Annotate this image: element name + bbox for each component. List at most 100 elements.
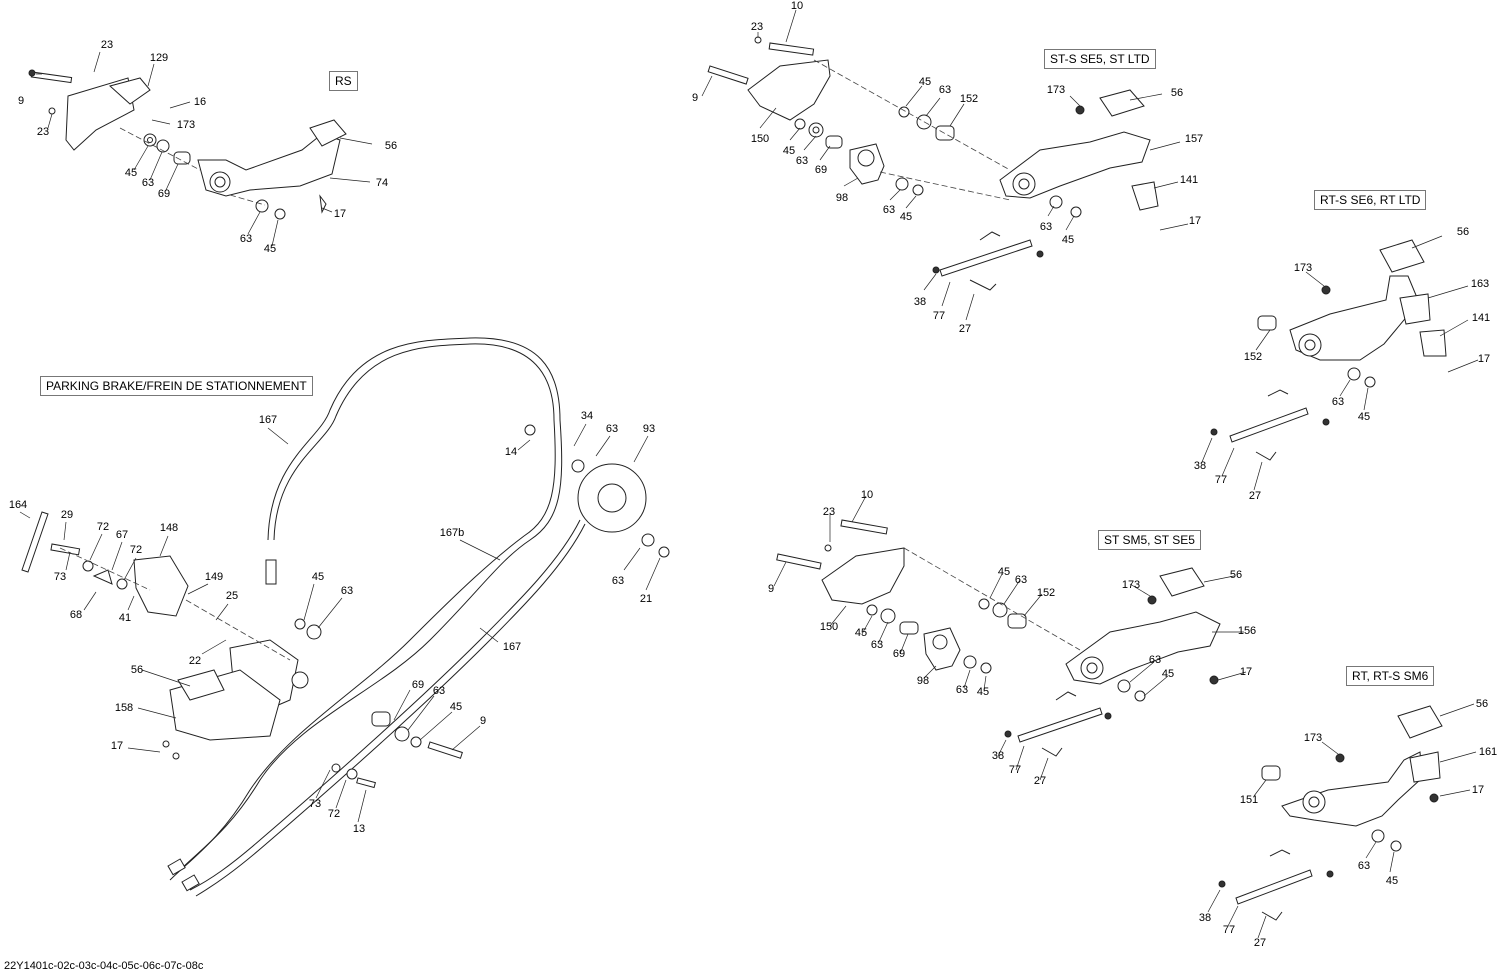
variant-label-rt-s-se6: RT-S SE6, RT LTD (1314, 190, 1427, 210)
callout: 74 (375, 177, 389, 189)
callout: 77 (1222, 924, 1236, 936)
callout: 150 (819, 621, 839, 633)
callout: 63 (1039, 221, 1053, 233)
variant-label-rt-rt-s-sm6: RT, RT-S SM6 (1346, 666, 1435, 686)
callout: 69 (814, 164, 828, 176)
callout: 45 (997, 566, 1011, 578)
callout: 27 (1033, 775, 1047, 787)
callout: 77 (932, 310, 946, 322)
rt-sm6-assembly (1207, 703, 1477, 939)
callout: 72 (129, 544, 143, 556)
callout: 63 (239, 233, 253, 245)
callout: 56 (130, 664, 144, 676)
callout: 17 (1477, 353, 1491, 365)
callout: 151 (1239, 794, 1259, 806)
callout: 167 (258, 414, 278, 426)
callout: 63 (605, 423, 619, 435)
callout: 45 (263, 243, 277, 255)
callout: 63 (1014, 574, 1028, 586)
callout: 45 (976, 686, 990, 698)
callout: 63 (870, 639, 884, 651)
callout: 23 (36, 126, 50, 138)
callout: 152 (959, 93, 979, 105)
callout: 45 (449, 701, 463, 713)
callout: 173 (1303, 732, 1323, 744)
variant-label-rs: RS (329, 71, 358, 91)
callout: 17 (1471, 784, 1485, 796)
callout: 10 (790, 0, 804, 12)
callout: 63 (432, 685, 446, 697)
callout: 148 (159, 522, 179, 534)
callout: 141 (1471, 312, 1491, 324)
callout: 21 (639, 593, 653, 605)
callout: 73 (308, 798, 322, 810)
callout: 63 (1148, 654, 1162, 666)
callout: 27 (1253, 937, 1267, 949)
callout: 67 (115, 529, 129, 541)
callout: 63 (795, 155, 809, 167)
callout: 34 (580, 410, 594, 422)
callout: 73 (53, 571, 67, 583)
callout: 25 (225, 590, 239, 602)
callout: 45 (1385, 875, 1399, 887)
callout: 56 (1229, 569, 1243, 581)
callout: 45 (899, 211, 913, 223)
callout: 22 (188, 655, 202, 667)
callout: 63 (611, 575, 625, 587)
callout: 72 (327, 808, 341, 820)
callout: 63 (141, 177, 155, 189)
callout: 45 (1061, 234, 1075, 246)
callout: 45 (854, 627, 868, 639)
callout: 173 (1046, 84, 1066, 96)
callout: 17 (110, 740, 124, 752)
callout: 56 (1475, 698, 1489, 710)
callout: 38 (1193, 460, 1207, 472)
callout: 13 (352, 823, 366, 835)
callout: 149 (204, 571, 224, 583)
callout: 69 (157, 188, 171, 200)
callout: 63 (938, 84, 952, 96)
callout: 38 (991, 750, 1005, 762)
callout: 152 (1036, 587, 1056, 599)
callout: 27 (1248, 490, 1262, 502)
callout: 72 (96, 521, 110, 533)
callout: 63 (955, 684, 969, 696)
callout: 56 (1170, 87, 1184, 99)
callout: 69 (892, 648, 906, 660)
variant-label-st-sm5: ST SM5, ST SE5 (1098, 530, 1201, 550)
callout: 63 (1357, 860, 1371, 872)
callout: 10 (860, 489, 874, 501)
callout: 17 (1239, 666, 1253, 678)
callout: 23 (750, 21, 764, 33)
callout: 173 (176, 119, 196, 131)
callout: 164 (8, 499, 28, 511)
callout: 45 (1161, 668, 1175, 680)
callout: 45 (918, 76, 932, 88)
callout: 158 (114, 702, 134, 714)
callout: 9 (17, 95, 25, 107)
callout: 17 (1188, 215, 1202, 227)
callout: 63 (340, 585, 354, 597)
callout: 45 (124, 167, 138, 179)
callout: 45 (1357, 411, 1371, 423)
rt-s-se6-assembly (1201, 235, 1479, 491)
st-sm5-assembly (773, 495, 1247, 781)
callout: 157 (1184, 133, 1204, 145)
callout: 167 (502, 641, 522, 653)
callout: 29 (60, 509, 74, 521)
callout: 152 (1243, 351, 1263, 363)
callout: 167b (439, 527, 465, 539)
callout: 9 (767, 583, 775, 595)
callout: 77 (1214, 474, 1228, 486)
callout: 68 (69, 609, 83, 621)
callout: 38 (1198, 912, 1212, 924)
callout: 77 (1008, 764, 1022, 776)
callout: 63 (882, 204, 896, 216)
callout: 150 (750, 133, 770, 145)
callout: 9 (479, 715, 487, 727)
callout: 38 (913, 296, 927, 308)
callout: 63 (1331, 396, 1345, 408)
st-s-se5-assembly (701, 9, 1189, 321)
callout: 141 (1179, 174, 1199, 186)
